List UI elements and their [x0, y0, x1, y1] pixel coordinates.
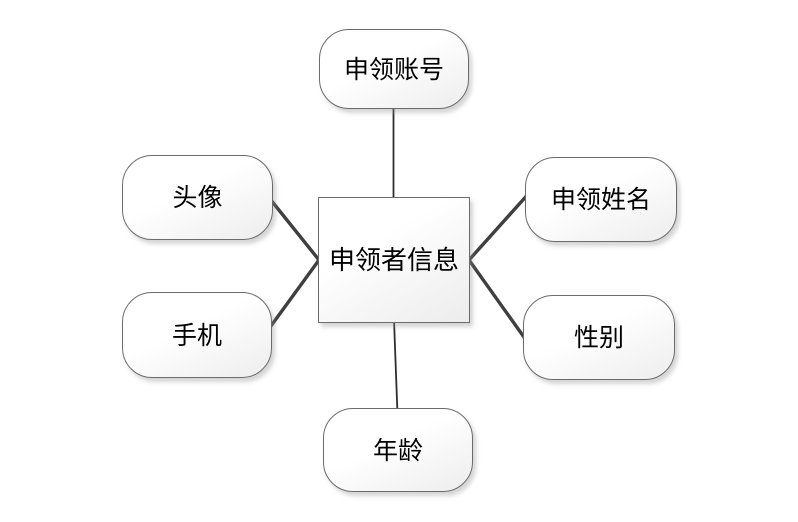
- attribute-node-age: 年龄: [323, 408, 473, 492]
- attribute-node-phone: 手机: [122, 292, 272, 378]
- connector-age: [393, 319, 399, 415]
- attribute-node-applicant-name: 申领姓名: [525, 157, 677, 242]
- entity-label: 申领者信息: [328, 246, 459, 275]
- attribute-node-account: 申领账号: [319, 29, 469, 109]
- node-label: 申领账号: [343, 56, 444, 84]
- node-label: 性别: [573, 325, 624, 352]
- node-label: 手机: [171, 322, 222, 350]
- attribute-node-avatar: 头像: [122, 155, 273, 240]
- node-label: 申领姓名: [550, 187, 651, 214]
- entity-applicant-info: 申领者信息: [318, 197, 470, 323]
- node-label: 年龄: [372, 437, 423, 465]
- attribute-node-gender: 性别: [523, 295, 675, 380]
- node-label: 头像: [172, 185, 223, 212]
